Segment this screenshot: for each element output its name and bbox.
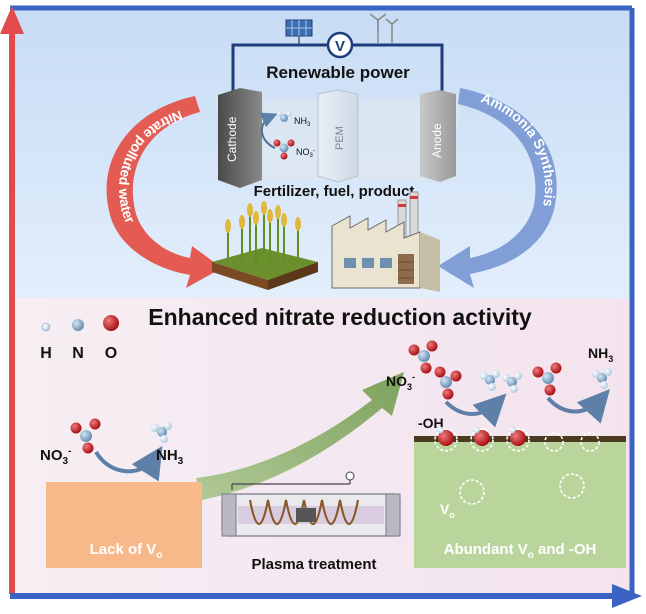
cell-nh3-molecule: [276, 111, 292, 122]
left-nh3-molecule: [151, 422, 172, 443]
legend-h-atom: [41, 322, 51, 332]
anode-electrode: [420, 90, 456, 182]
vacancy-sites: [434, 428, 600, 505]
plasma-label: Plasma treatment: [251, 556, 376, 573]
left-product-label: NH3: [156, 447, 184, 467]
left-no3-molecule: [70, 418, 101, 454]
vo-label: Vo: [440, 501, 455, 520]
horizontal-axis-arrowhead: [612, 584, 642, 608]
lack-of-vo-box: [46, 482, 202, 568]
right-no3-molecule: [408, 340, 462, 400]
cell-nh3-label: NH3: [294, 116, 311, 128]
factory-icon: [331, 191, 440, 292]
legend-n-label: N: [72, 345, 84, 362]
left-reactant-label: NO3-: [40, 446, 71, 467]
cathode-electrode: [218, 88, 262, 188]
cell-no3-label: NO3-: [296, 147, 315, 159]
legend: H N O: [40, 315, 119, 362]
wind-turbine-icon: [369, 13, 399, 44]
output-label: Fertilizer, fuel, product: [254, 183, 415, 200]
nitrate-water-arrow: [106, 96, 222, 288]
headline: Enhanced nitrate reduction activity: [148, 304, 532, 330]
legend-o-label: O: [105, 345, 117, 362]
plasma-tube-icon: [221, 471, 401, 537]
right-nh3-molecules: [480, 368, 612, 393]
lack-of-vo-label: Lack of Vo: [90, 541, 163, 561]
right-product-label: NH3: [588, 345, 613, 364]
right-no3-molecule-2: [532, 362, 562, 396]
crop-field-icon: [212, 201, 318, 290]
cell-reduction-arrow: [259, 112, 278, 149]
ammonia-synthesis-arrow: [438, 88, 557, 288]
left-reaction-arrow: [94, 445, 163, 482]
improvement-arrow: [196, 372, 404, 500]
legend-n-atom: [72, 319, 84, 331]
voltmeter: [326, 31, 354, 59]
right-reaction-arrow-2: [546, 389, 610, 424]
legend-o-atom: [103, 315, 119, 331]
cathode-label: Cathode: [225, 116, 239, 162]
right-reactant-label: NO3-: [386, 372, 415, 392]
abundant-vo-label: Abundant Vo and -OH: [444, 541, 597, 561]
solar-panel-icon: [285, 19, 313, 44]
cell-no3-molecule: [273, 139, 295, 160]
power-label: Renewable power: [266, 63, 410, 82]
pem-label: PEM: [334, 126, 346, 150]
right-reaction-arrow-1: [444, 393, 507, 428]
pem-membrane: [317, 89, 359, 183]
abundant-vo-box: [414, 442, 626, 568]
vertical-axis-arrowhead: [0, 6, 24, 34]
legend-h-label: H: [40, 345, 52, 362]
anode-label: Anode: [430, 123, 444, 158]
voltmeter-symbol: V: [335, 38, 345, 55]
oh-label: -OH: [418, 415, 444, 431]
